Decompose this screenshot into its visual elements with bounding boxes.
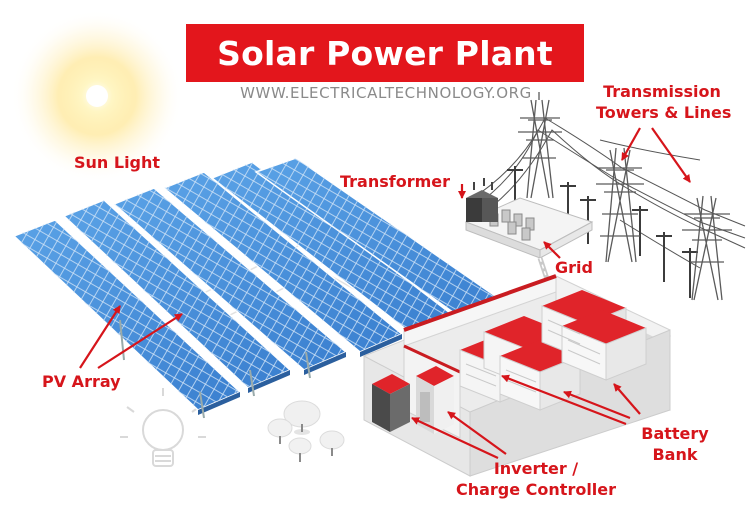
label-inverter: Inverter / Charge Controller [452, 458, 620, 500]
tree-icon [283, 400, 321, 435]
tree-icon [319, 430, 345, 456]
inverter-icon [372, 366, 454, 434]
label-battery-line2: Bank [652, 445, 698, 464]
battery-bank [459, 290, 647, 411]
transmission-tower-icon [518, 92, 562, 199]
sun-icon [11, 10, 183, 182]
label-battery-bank: Battery Bank [632, 423, 718, 465]
label-pv-array: PV Array [42, 372, 121, 391]
website-url: WWW.ELECTRICALTECHNOLOGY.ORG [240, 84, 532, 102]
label-inverter-line2: Charge Controller [455, 480, 617, 499]
label-inverter-line1: Inverter / [493, 459, 579, 478]
pv-array [12, 157, 506, 419]
transformer-icon [466, 178, 498, 222]
battery-rack-icon [561, 310, 647, 381]
solar-panel-icon [62, 199, 292, 397]
label-transmission-line2: Towers & Lines [596, 103, 732, 122]
transmission-tower-icon [596, 147, 644, 263]
label-battery-line1: Battery [641, 424, 709, 443]
tree-icon [267, 418, 293, 444]
lightbulb-icon [120, 388, 206, 467]
label-transmission-line1: Transmission [603, 82, 721, 101]
solar-panel-icon [112, 187, 348, 379]
label-transmission: Transmission Towers & Lines [596, 81, 732, 123]
arrow-icon [79, 127, 691, 459]
page-title: Solar Power Plant [186, 24, 584, 82]
transmission-lines [469, 117, 746, 269]
solar-panel-icon [12, 219, 242, 419]
label-grid: Grid [555, 258, 593, 277]
tree-icon [288, 437, 312, 462]
label-sun-light: Sun Light [74, 153, 161, 172]
transmission-tower-icon [682, 195, 732, 301]
label-transformer: Transformer [340, 172, 451, 191]
solar-panel-icon [162, 171, 404, 357]
